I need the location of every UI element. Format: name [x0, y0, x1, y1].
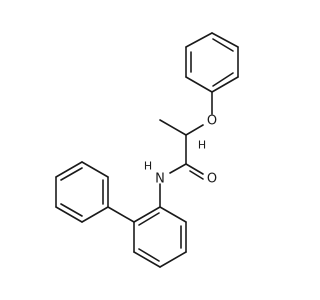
- nitrogen-label: N: [155, 172, 165, 187]
- atom-methine-h: H: [198, 139, 206, 152]
- oxygen-carbonyl-label: O: [207, 172, 217, 187]
- atom-oxygen-carbonyl: O: [207, 172, 217, 187]
- nitrogen-hydrogen-label: H: [144, 160, 152, 173]
- atom-oxygen-ether: O: [207, 114, 217, 129]
- oxygen-ether-label: O: [207, 114, 217, 129]
- propanamide-chain: [159, 91, 213, 180]
- molecule-structure: O H O N H: [55, 32, 239, 268]
- atom-nitrogen: N H: [144, 160, 165, 187]
- phenyl-ring: [55, 161, 135, 223]
- aniline-ring: [133, 183, 187, 268]
- phenoxy-ring: [185, 32, 239, 93]
- methine-hydrogen-label: H: [198, 139, 206, 152]
